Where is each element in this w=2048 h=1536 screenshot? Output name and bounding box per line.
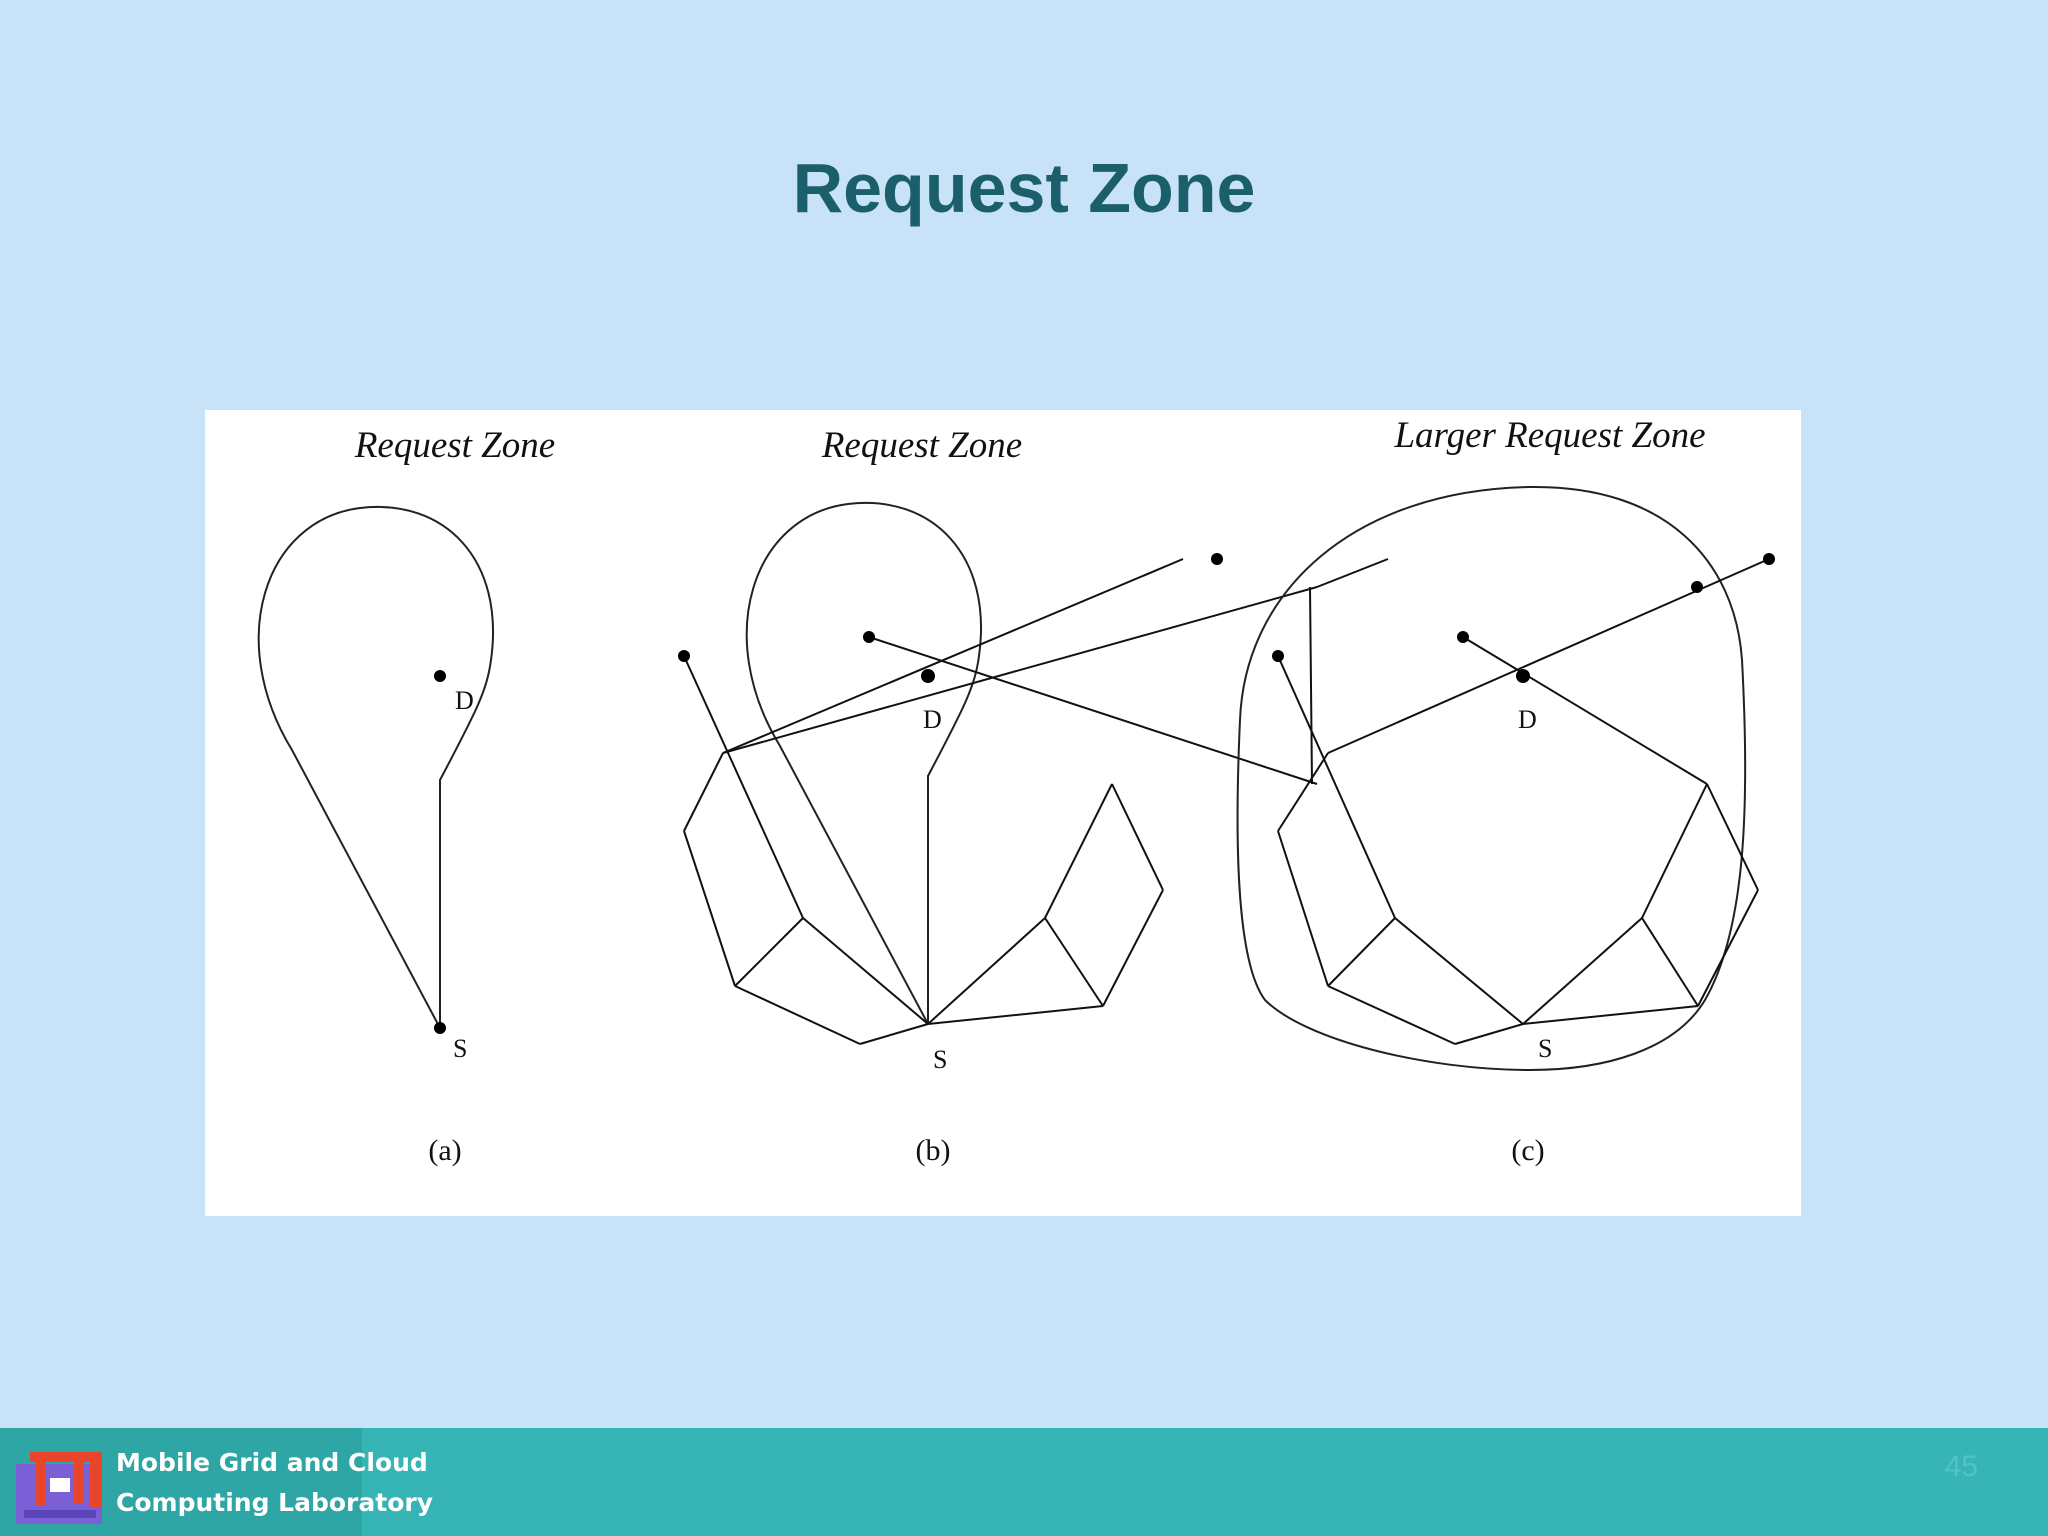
panel-a-label-s: S: [453, 1034, 467, 1063]
panel-c-nodes: [1272, 553, 1775, 683]
lab-logo: Mobile Grid and Cloud Computing Laborato…: [0, 1428, 433, 1536]
slide-title: Request Zone: [792, 149, 1256, 227]
panel-b-label-d: D: [923, 705, 942, 734]
panel-c-zone-title: Larger Request Zone: [1393, 415, 1705, 456]
request-zone-diagram: Request Zone D S (a) Request Zone: [257, 415, 1775, 1167]
footer-bar: Mobile Grid and Cloud Computing Laborato…: [0, 1428, 2048, 1536]
panel-a-request-zone-outline: [257, 505, 494, 1029]
panel-a-caption: (a): [428, 1134, 461, 1167]
panel-a: Request Zone D S (a): [257, 425, 555, 1167]
panel-a-label-d: D: [455, 686, 474, 715]
panel-b-edges: [683, 558, 1389, 1045]
panel-c-caption: (c): [1511, 1134, 1544, 1167]
panel-c: Larger Request Zone: [1236, 415, 1775, 1167]
panel-b-zone-title: Request Zone: [821, 425, 1022, 466]
panel-c-label-d: D: [1518, 705, 1537, 734]
panel-b-nodes: [678, 553, 1223, 683]
panel-b-request-zone-outline: [745, 501, 982, 1025]
request-zone-figure: Request Zone D S (a) Request Zone: [205, 410, 1801, 1216]
panel-c-node-d: [1516, 669, 1530, 683]
panel-b-label-s: S: [933, 1045, 947, 1074]
page-number: 45: [1944, 1450, 1978, 1483]
lab-name-line1: Mobile Grid and Cloud: [116, 1448, 428, 1477]
panel-a-zone-title: Request Zone: [354, 425, 555, 466]
panel-b-caption: (b): [916, 1134, 951, 1167]
panel-a-node-s: [434, 1022, 446, 1034]
panel-a-node-d: [434, 670, 446, 682]
panel-c-request-zone-outline: [1236, 485, 1747, 1072]
panel-c-label-s: S: [1538, 1034, 1552, 1063]
lab-name-line2: Computing Laboratory: [116, 1488, 434, 1517]
lab-logo-icon: [16, 1452, 102, 1524]
panel-c-edges: [1277, 558, 1770, 1045]
panel-b: Request Zone: [678, 425, 1389, 1167]
panel-b-node-d: [921, 669, 935, 683]
